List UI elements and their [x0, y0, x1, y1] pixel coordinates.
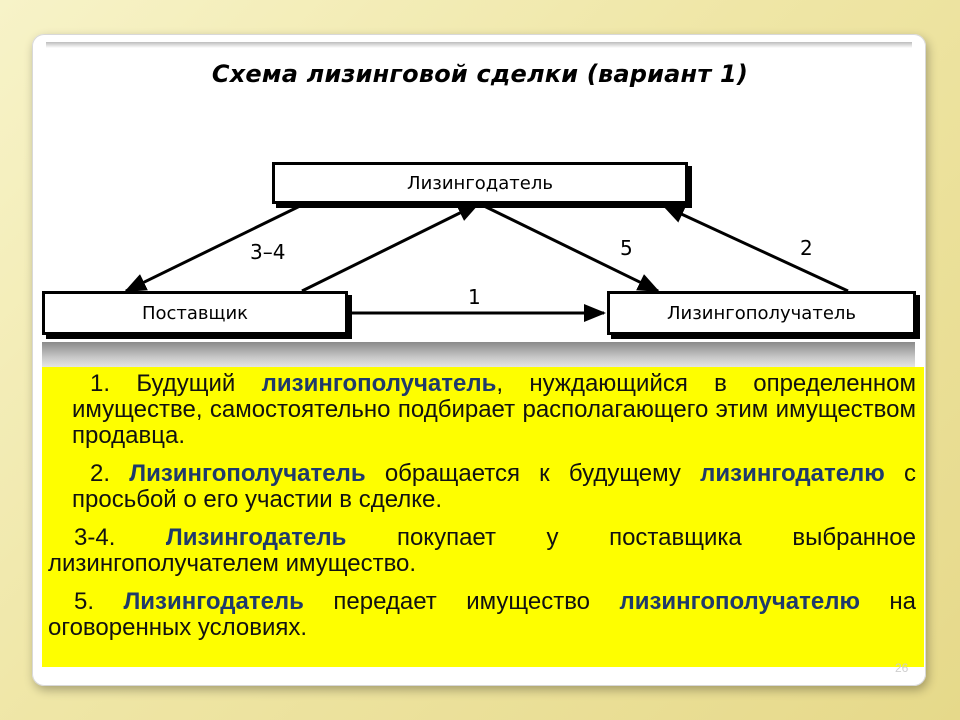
- steps-panel: 1. Будущий лизингополучатель, нуждающийс…: [42, 367, 924, 667]
- step-1-highlight: лизингополучатель: [261, 370, 497, 397]
- step-1-number: 1. Будущий: [90, 370, 262, 397]
- diagram-title: Схема лизинговой сделки (вариант 1): [211, 60, 749, 88]
- step-3-4-highlight: Лизингодатель: [165, 524, 347, 551]
- step-5-highlight: Лизингодатель: [123, 588, 304, 615]
- node-lessee: Лизингополучатель: [607, 291, 916, 335]
- step-5-highlight-2: лизингополучателю: [619, 588, 860, 615]
- arrow-supplier-to-lessor: [301, 202, 480, 293]
- step-1: 1. Будущий лизингополучатель, нуждающийс…: [42, 371, 916, 449]
- step-5-number: 5.: [74, 588, 124, 615]
- step-3-4-number: 3-4.: [74, 524, 166, 551]
- step-5: 5. Лизингодатель передает имущество лизи…: [42, 589, 916, 641]
- edge-label-lessee-lessor: 2: [800, 236, 813, 260]
- node-lessor: Лизингодатель: [272, 162, 688, 204]
- arrow-lessor-to-lessee: [483, 204, 660, 293]
- step-5-text-2: на оговоренных условиях.: [48, 588, 916, 641]
- separator-band: [42, 342, 915, 368]
- page-number: 26: [895, 661, 909, 675]
- step-2-highlight: Лизингополучатель: [129, 460, 366, 487]
- step-2-text-2: с просьбой о его участии в сделке.: [72, 460, 917, 513]
- arrow-lessee-to-lessor: [662, 204, 849, 293]
- step-2-highlight-2: лизингодателю: [700, 460, 885, 487]
- arrow-lessor-to-supplier: [124, 204, 301, 293]
- node-supplier: Поставщик: [42, 291, 348, 335]
- step-5-text: передает имущество: [303, 588, 620, 615]
- step-3-4: 3-4. Лизингодатель покупает у поставщика…: [42, 525, 916, 577]
- step-2-text: обращается к будущему: [365, 460, 701, 487]
- step-2: 2. Лизингополучатель обращается к будуще…: [42, 461, 916, 513]
- step-1-text: , нуждающийся в определенном имуществе, …: [72, 370, 917, 449]
- step-2-number: 2.: [90, 460, 130, 487]
- top-band: [46, 42, 912, 48]
- edge-label-lessor-supplier: 3–4: [250, 240, 286, 264]
- edge-label-supplier-lessee: 1: [468, 285, 481, 309]
- step-3-4-text: покупает у поставщика выбранное лизингоп…: [48, 524, 916, 577]
- edge-label-lessor-lessee: 5: [620, 236, 633, 260]
